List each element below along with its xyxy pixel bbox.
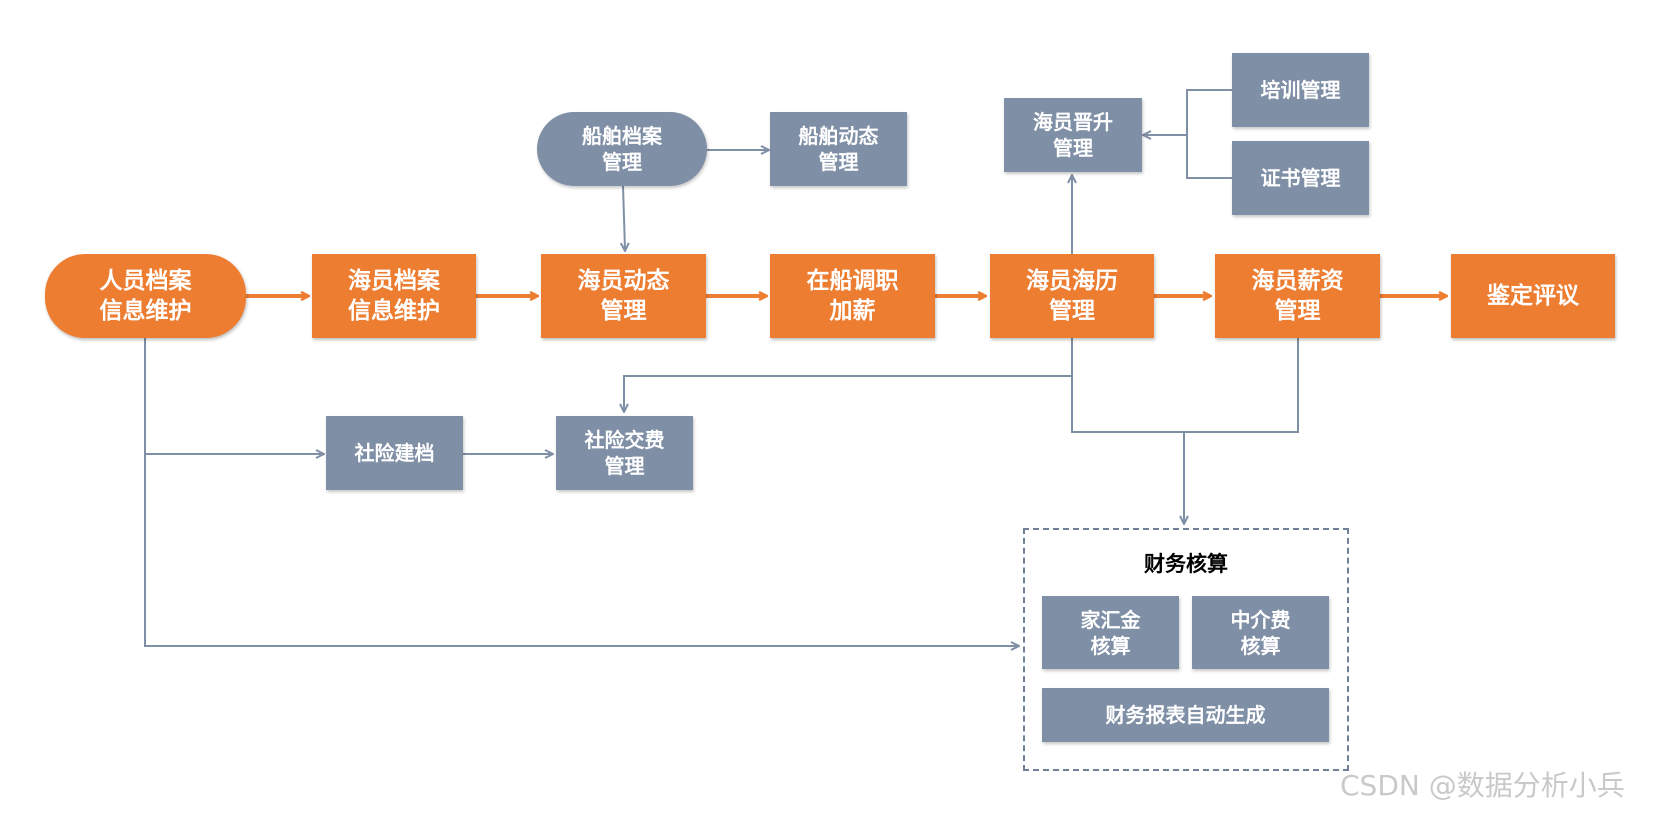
node-onboard-transfer[interactable]: 在船调职 加薪 (770, 254, 935, 338)
node-social-insurance-payment[interactable]: 社险交费 管理 (556, 416, 693, 490)
line-seaservice-down (1071, 338, 1299, 433)
node-sea-service[interactable]: 海员海历 管理 (990, 254, 1154, 338)
node-training[interactable]: 培训管理 (1232, 53, 1369, 127)
bracket-training-certificate (1186, 89, 1232, 179)
node-ship-dynamics[interactable]: 船舶动态 管理 (770, 112, 907, 186)
arrow-ship-records-to-seafarer-dynamics (623, 185, 625, 250)
node-social-insurance-file[interactable]: 社险建档 (326, 416, 463, 490)
node-agency-fee[interactable]: 中介费 核算 (1192, 596, 1329, 669)
node-appraisal[interactable]: 鉴定评议 (1451, 254, 1615, 338)
node-promotion[interactable]: 海员晋升 管理 (1004, 98, 1142, 172)
sub-flow-arrows (144, 89, 1299, 646)
node-financial-report[interactable]: 财务报表自动生成 (1042, 688, 1329, 742)
node-personnel-records[interactable]: 人员档案 信息维护 (45, 254, 246, 338)
node-ship-records[interactable]: 船舶档案 管理 (537, 112, 707, 186)
node-certificate[interactable]: 证书管理 (1232, 141, 1369, 215)
finance-group-title: 财务核算 (1144, 552, 1228, 576)
finance-group-box (1023, 528, 1349, 771)
node-seafarer-records[interactable]: 海员档案 信息维护 (312, 254, 476, 338)
node-salary[interactable]: 海员薪资 管理 (1215, 254, 1380, 338)
node-family-remittance[interactable]: 家汇金 核算 (1042, 596, 1179, 669)
watermark-text: CSDN @数据分析小兵 (1340, 769, 1625, 802)
arrow-seaservice-to-insurance-payment (624, 338, 1073, 411)
line-personnel-trunk (144, 338, 1018, 646)
node-seafarer-dynamics[interactable]: 海员动态 管理 (541, 254, 706, 338)
